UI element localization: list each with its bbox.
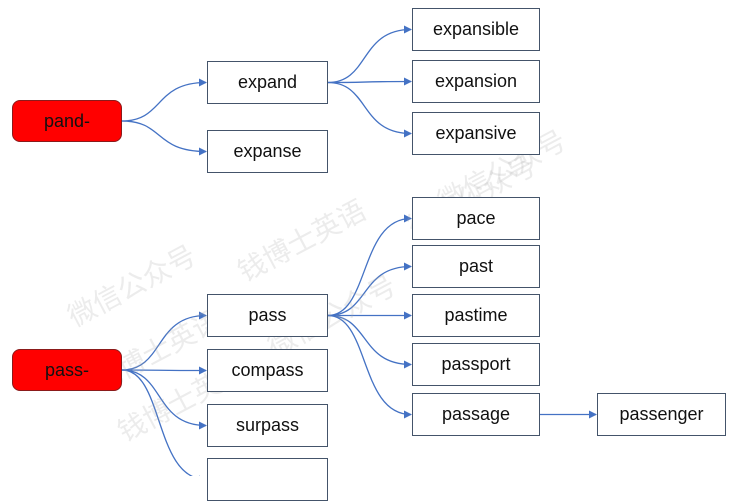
connector-arrow bbox=[121, 366, 207, 375]
word-node-pace: pace bbox=[412, 197, 540, 240]
connector-arrow bbox=[121, 120, 207, 156]
word-node-expanse: expanse bbox=[207, 130, 328, 173]
connector-arrow bbox=[327, 262, 412, 317]
word-node-compass: compass bbox=[207, 349, 328, 392]
word-node-passage: passage bbox=[412, 393, 540, 436]
word-node-expansive: expansive bbox=[412, 112, 540, 155]
root-node-pass: pass- bbox=[12, 349, 122, 391]
connector-arrow bbox=[327, 81, 412, 138]
word-node-expansible: expansible bbox=[412, 8, 540, 51]
connector-arrow bbox=[327, 314, 412, 369]
word-node-expand: expand bbox=[207, 61, 328, 104]
connector-lines bbox=[121, 25, 597, 476]
word-node-cutoff bbox=[207, 458, 328, 501]
connector-arrow bbox=[121, 78, 207, 122]
connector-arrow bbox=[327, 314, 412, 419]
word-node-past: past bbox=[412, 245, 540, 288]
word-node-pass: pass bbox=[207, 294, 328, 337]
connector-arrow bbox=[327, 77, 412, 86]
word-node-surpass: surpass bbox=[207, 404, 328, 447]
word-node-expansion: expansion bbox=[412, 60, 540, 103]
connector-arrow bbox=[327, 25, 412, 84]
word-node-pastime: pastime bbox=[412, 294, 540, 337]
word-node-passport: passport bbox=[412, 343, 540, 386]
connector-arrow bbox=[121, 311, 207, 371]
word-node-passenger: passenger bbox=[597, 393, 726, 436]
connector-arrow bbox=[121, 369, 207, 430]
connector-arrow bbox=[327, 214, 412, 317]
word-root-diagram: 微信公众号钱博士英语微信公众号钱博士英语微信公众号钱博士英语微信公众号 pand… bbox=[12, 8, 726, 501]
connector-arrow bbox=[121, 369, 207, 476]
root-node-pand: pand- bbox=[12, 100, 122, 142]
